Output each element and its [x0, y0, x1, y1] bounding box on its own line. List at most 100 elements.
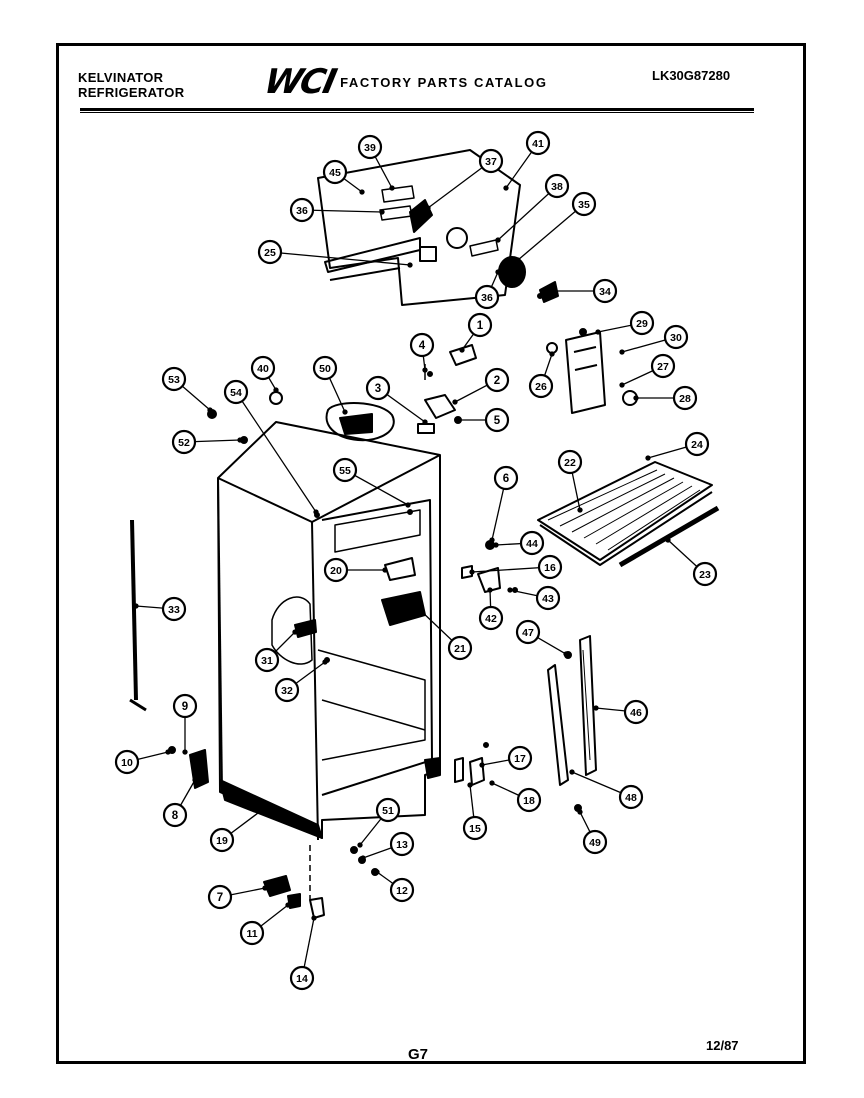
callout-number: 6: [503, 473, 509, 485]
callout-number: 27: [657, 361, 669, 373]
callout-arrowhead-8: [192, 777, 198, 783]
callout-number: 49: [589, 837, 601, 849]
callout-3: 3: [365, 375, 391, 401]
callout-arrowhead-14: [311, 915, 317, 921]
callout-number: 1: [477, 320, 484, 332]
callout-number: 30: [670, 332, 682, 344]
callout-number: 34: [599, 286, 611, 298]
callout-number: 17: [514, 753, 526, 765]
callout-number: 53: [168, 374, 180, 386]
callout-27: 27: [650, 353, 676, 379]
callout-5: 5: [484, 407, 510, 433]
callout-17: 17: [507, 745, 533, 771]
callout-47: 47: [515, 619, 541, 645]
shelf-assembly: [537, 461, 720, 568]
callout-10: 10: [114, 749, 140, 775]
callout-leader-16: [471, 566, 551, 573]
callout-arrowhead-40: [273, 387, 279, 393]
callout-number: 14: [296, 973, 308, 985]
callout-18: 18: [516, 787, 542, 813]
callout-4: 4: [409, 332, 435, 358]
callout-number: 52: [178, 437, 190, 449]
callout-number: 4: [419, 340, 426, 352]
callout-48: 48: [618, 784, 644, 810]
callout-number: 50: [319, 363, 331, 375]
callout-53: 53: [161, 366, 187, 392]
catalog-header: WCI FACTORY PARTS CATALOG: [261, 62, 548, 102]
callout-31: 31: [254, 647, 280, 673]
callout-26: 26: [528, 373, 554, 399]
callout-number: 2: [494, 375, 500, 387]
callout-arrowhead-25: [407, 262, 413, 268]
callout-leader-36: [301, 209, 383, 213]
callout-number: 40: [257, 363, 269, 375]
callout-leader-54: [235, 391, 317, 513]
callout-number: 12: [396, 885, 408, 897]
callout-36: 36: [289, 197, 315, 223]
callout-leader-37: [427, 160, 492, 209]
callout-arrowhead-12: [374, 869, 380, 875]
callout-number: 33: [168, 604, 180, 616]
callout-number: 9: [182, 701, 188, 713]
page-code: G7: [408, 1046, 429, 1063]
callout-50: 50: [312, 355, 338, 381]
callout-arrowhead-24: [645, 455, 651, 461]
callout-arrowhead-54: [313, 509, 319, 515]
callout-arrowhead-21: [417, 607, 423, 613]
callout-arrowhead-23: [665, 537, 671, 543]
door-rails: [547, 635, 597, 812]
callout-number: 22: [564, 457, 576, 469]
callout-19: 19: [209, 827, 235, 853]
callout-number: 21: [454, 643, 466, 655]
callout-number: 41: [532, 138, 544, 150]
callout-42: 42: [478, 605, 504, 631]
callout-arrowhead-29: [595, 329, 601, 335]
callout-number: 48: [625, 792, 637, 804]
callout-arrowhead-3: [422, 419, 428, 425]
callout-arrowhead-31: [292, 629, 298, 635]
callout-6: 6: [493, 465, 519, 491]
callout-arrowhead-48: [569, 769, 575, 775]
callout-arrowhead-18: [489, 780, 495, 786]
callout-arrowhead-52: [237, 437, 243, 443]
header-rule-thin: [80, 112, 754, 113]
callout-arrowhead-39: [389, 185, 395, 191]
callout-43: 43: [535, 585, 561, 611]
callout-29: 29: [629, 310, 655, 336]
callout-arrowhead-36: [379, 209, 385, 215]
callout-49: 49: [582, 829, 608, 855]
callout-number: 51: [382, 805, 394, 817]
callout-number: 32: [281, 685, 293, 697]
brand-name: KELVINATOR: [78, 70, 164, 85]
callout-number: 13: [396, 839, 408, 851]
catalog-title: FACTORY PARTS CATALOG: [340, 74, 548, 90]
callout-40: 40: [250, 355, 276, 381]
callout-number: 37: [485, 156, 497, 168]
callout-number: 55: [339, 465, 351, 477]
callout-arrowhead-22: [577, 507, 583, 513]
callout-arrowhead-10: [165, 749, 171, 755]
callout-number: 29: [636, 318, 648, 330]
callout-number: 25: [264, 247, 276, 259]
callout-number: 10: [121, 757, 133, 769]
callout-28: 28: [672, 385, 698, 411]
callout-number: 54: [230, 387, 242, 399]
callout-7: 7: [207, 884, 233, 910]
callout-arrowhead-43: [507, 587, 513, 593]
callout-arrowhead-13: [360, 855, 366, 861]
callout-arrowhead-51: [357, 842, 363, 848]
callout-8: 8: [162, 802, 188, 828]
callout-number: 8: [172, 810, 179, 822]
callout-arrowhead-5: [455, 417, 461, 423]
control-housing: [546, 328, 638, 414]
callout-number: 36: [481, 292, 493, 304]
callout-41: 41: [525, 130, 551, 156]
callout-52: 52: [171, 429, 197, 455]
callout-number: 31: [261, 655, 273, 667]
callout-arrowhead-33: [133, 603, 139, 609]
callout-arrowhead-11: [285, 902, 291, 908]
callout-arrowhead-41: [503, 185, 509, 191]
callout-number: 43: [542, 593, 554, 605]
callout-39: 39: [357, 134, 383, 160]
